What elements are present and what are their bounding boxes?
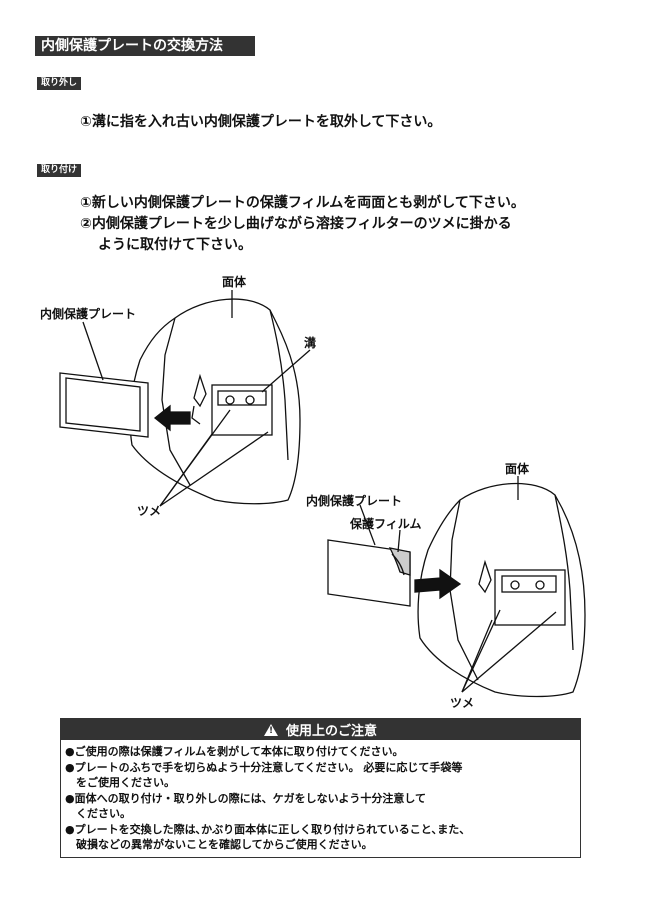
caution-heading: 使用上のご注意 — [285, 724, 377, 739]
caution-line: ●ご使用の際は保護フィルムを剥がして本体に取り付けてください。 — [65, 745, 404, 758]
install-step-2-cont: ように取付けて下さい。 — [98, 237, 252, 253]
caution-line: ●プレートを交換した際は､かぶり面本体に正しく取り付けられていること､また、 — [65, 822, 471, 836]
arrow-right-icon — [414, 568, 462, 600]
section-tag-install: 取り付け — [37, 164, 82, 177]
install-step-2: ②内側保護プレートを少し曲げながら溶接フィルターのツメに掛かる — [80, 216, 512, 232]
figure1-label-plate: 内側保護プレート — [40, 307, 137, 321]
section-tag-remove: 取り外し — [37, 77, 82, 90]
helmet-figure-1 — [129, 298, 301, 505]
caution-header: ! 使用上のご注意 — [61, 719, 580, 740]
figure2-label-plate: 内側保護プレート — [306, 494, 403, 508]
caution-line: ●プレートのふちで手を切らぬよう十分注意してください。 必要に応じて手袋等 — [65, 760, 463, 774]
helmet-figure-2 — [417, 482, 586, 698]
figure1-label-groove: 溝 — [304, 336, 317, 350]
plate-figure-2 — [327, 539, 411, 607]
caution-box: ! 使用上のご注意 ●ご使用の際は保護フィルムを剥がして本体に取り付けてください… — [60, 718, 581, 858]
figure1-label-claw: ツメ — [137, 504, 162, 518]
install-step-1: ①新しい内側保護プレートの保護フィルムを両面とも剥がして下さい。 — [80, 195, 525, 211]
remove-step-1: ①溝に指を入れ古い内側保護プレートを取外して下さい。 — [80, 114, 442, 130]
warning-triangle-icon: ! — [263, 723, 278, 736]
page-title: 内側保護プレートの交換方法 — [35, 36, 255, 56]
caution-line: ください。 — [65, 807, 131, 820]
caution-list: ●ご使用の際は保護フィルムを剥がして本体に取り付けてください。 ●プレートのふち… — [61, 740, 580, 853]
caution-line: 破損などの異常がないことを確認してからご使用ください。 — [65, 838, 373, 851]
plate-figure-1 — [59, 372, 149, 438]
figure2-label-claw: ツメ — [450, 696, 475, 710]
figure2-label-body: 面体 — [505, 462, 530, 476]
caution-line: ●面体への取り付け・取り外しの際には、ケガをしないよう十分注意して — [65, 791, 427, 805]
replacement-illustration — [59, 290, 586, 698]
arrow-left-icon — [153, 404, 191, 432]
figure1-label-body: 面体 — [222, 275, 247, 289]
figure2-label-film: 保護フィルム — [350, 517, 422, 531]
caution-line: をご使用ください。 — [65, 776, 175, 789]
